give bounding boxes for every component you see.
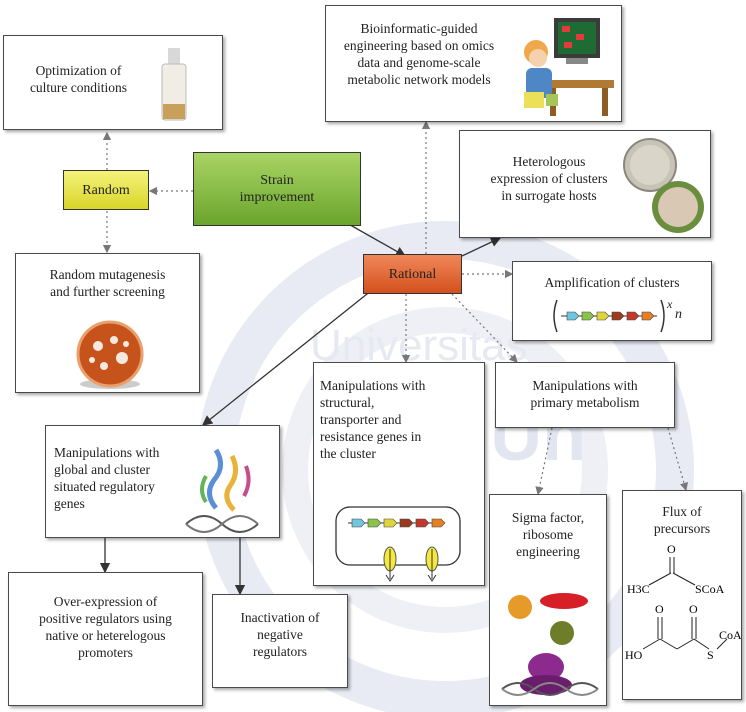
- gene-arrow: [626, 311, 640, 321]
- surrogate-host-plates-image: [623, 138, 704, 233]
- global-regulatory-text: Manipulations with global and cluster si…: [54, 445, 160, 511]
- amplification-box: Amplification of clusters x n: [512, 261, 712, 341]
- amplification-exponent: x: [666, 297, 673, 311]
- strain-improvement-label: Strain improvement: [239, 173, 315, 205]
- flux-precursors-box: Flux of precursors O H3C SCoA O O HO S C…: [622, 490, 742, 700]
- gene-arrow: [383, 518, 398, 528]
- random-label: Random: [82, 182, 130, 198]
- gene-arrow: [367, 518, 382, 528]
- gene-arrow: [399, 518, 414, 528]
- bioinformatic-text: Bioinformatic-guided engineering based o…: [343, 21, 495, 87]
- watermark-text: Universitas: [310, 321, 528, 370]
- precursor-structures: O H3C SCoA O O HO S CoA: [625, 542, 742, 662]
- gene-arrow: [641, 311, 655, 321]
- random-node: Random: [63, 170, 149, 210]
- rational-node: Rational: [363, 254, 462, 294]
- ribosome-image: [501, 593, 599, 696]
- chem-o2: O: [655, 602, 664, 616]
- cluster-transporter-image: [335, 506, 461, 582]
- amplified-gene-cluster-icon: x n: [553, 297, 682, 333]
- gene-arrow: [415, 518, 430, 528]
- heterologous-text: Heterologous expression of clusters in s…: [490, 154, 608, 203]
- chem-s: S: [707, 648, 714, 662]
- culture-flask-image: [161, 48, 187, 121]
- inactivation-text: Inactivation of negative regulators: [240, 610, 320, 659]
- structural-box: Manipulations with structural, transport…: [313, 362, 485, 586]
- chem-o1: O: [667, 542, 676, 556]
- random-mutagenesis-text: Random mutagenesis and further screening: [49, 267, 166, 299]
- petri-dish-image: [76, 320, 144, 389]
- bioinformatic-box: Bioinformatic-guided engineering based o…: [325, 5, 622, 122]
- link-strain-rational: [344, 221, 407, 257]
- link-rational-global: [201, 289, 373, 426]
- link-primary-sigma: [535, 427, 553, 496]
- strain-improvement-node: Strain improvement: [193, 152, 361, 226]
- structural-text: Manipulations with structural, transport…: [320, 378, 426, 461]
- scientist-computer-image: [524, 18, 614, 116]
- link-primary-flux: [667, 427, 689, 492]
- gene-arrow: [351, 518, 366, 528]
- amplification-n: n: [675, 307, 682, 322]
- primary-metabolism-text: Manipulations with primary metabolism: [530, 378, 640, 410]
- overexpression-text: Over-expression of positive regulators u…: [39, 594, 172, 660]
- gene-arrow: [596, 311, 610, 321]
- gene-arrow: [581, 311, 595, 321]
- heterologous-box: Heterologous expression of clusters in s…: [459, 130, 711, 238]
- regulatory-protein-dna-image: [185, 448, 259, 533]
- sigma-factor-box: Sigma factor, ribosome engineering: [489, 494, 607, 706]
- inactivation-box: Inactivation of negative regulators: [212, 594, 348, 688]
- overexpression-box: Over-expression of positive regulators u…: [8, 572, 203, 706]
- gene-arrow: [431, 518, 446, 528]
- gene-arrow: [611, 311, 625, 321]
- chem-ho: HO: [625, 648, 643, 662]
- primary-metabolism-box: Manipulations with primary metabolism: [495, 362, 675, 428]
- chem-h3c: H3C: [627, 582, 650, 596]
- random-mutagenesis-box: Random mutagenesis and further screening: [15, 253, 200, 393]
- link-rational-heterologous: [461, 237, 502, 257]
- link-rational-primary: [451, 293, 518, 363]
- gene-arrow: [566, 311, 580, 321]
- global-regulatory-box: Manipulations with global and cluster si…: [45, 425, 280, 538]
- amplification-text: Amplification of clusters: [544, 275, 680, 290]
- optimization-box: Optimization of culture conditions: [3, 35, 223, 130]
- sigma-factor-text: Sigma factor, ribosome engineering: [511, 510, 585, 559]
- chem-o3: O: [689, 602, 698, 616]
- rational-label: Rational: [388, 266, 437, 282]
- flux-precursors-text: Flux of precursors: [653, 504, 711, 536]
- optimization-text: Optimization of culture conditions: [29, 63, 128, 95]
- chem-coa: CoA: [719, 628, 742, 642]
- chem-scoa1: SCoA: [695, 582, 725, 596]
